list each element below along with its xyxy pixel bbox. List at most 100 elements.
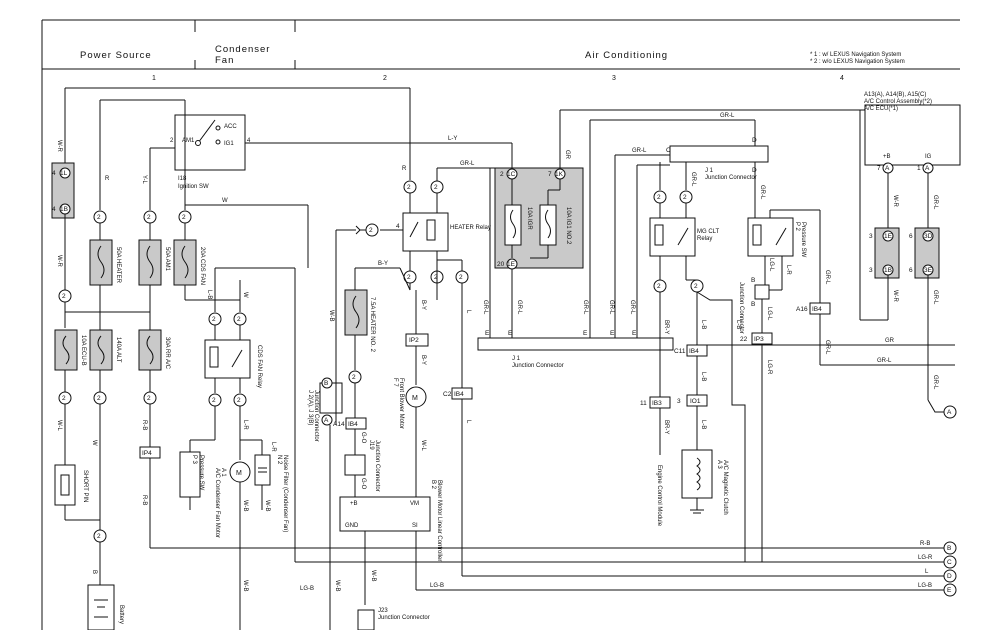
conn-3d: 3D [924,233,933,240]
terminal-a [943,405,957,419]
terminal-e-letter: E [947,587,952,594]
label-w: W [91,440,97,446]
relay-contact [409,221,419,238]
label-ecm: Engine Control Module [656,465,662,527]
label-lb: L-B [206,290,212,299]
label-grl-2: GR-L [516,300,522,315]
label-lgb: LG-B [430,583,444,589]
fuse-symbol [352,295,360,329]
lock-connector [754,284,770,300]
j23-connector [357,609,375,630]
connector-ip2 [405,333,429,347]
label-fuse-heater: 50A HEATER [115,247,121,284]
pin-1: 1 [917,165,921,172]
pin-b-text: B [324,380,328,387]
label-fuse-igr: 10A IGR [526,207,532,230]
label-grl-8: GR-L [629,300,635,315]
pin-a: A [925,165,930,172]
fuse-ig1-no2 [539,204,557,246]
pin-a [321,414,333,426]
clutch-coil [696,457,701,491]
label-rb: R-B [141,420,147,430]
label-j1-top: J 1 [705,168,714,174]
pin-b: B [751,301,755,308]
label-grl-11: GR-L [824,270,830,285]
label-grl-16: GR-L [932,375,938,390]
fuse-symbol [62,335,70,365]
label-l: L [465,310,471,314]
label-heater-relay: HEATER Relay [450,225,491,231]
terminal-c [943,555,957,569]
label-wr-4: W-R [892,290,898,303]
column-3: 3 [612,75,616,82]
pin-7: 7 [548,171,552,178]
pin-text: 2 [237,397,241,404]
terminal-d [943,569,957,583]
label-gnd: GND [345,523,359,529]
column-2: 2 [383,75,387,82]
conn-ib4-2: IB4 [454,391,464,398]
label-mg-clt: MG CLT [697,229,720,235]
label-plus-b: +B [350,501,358,507]
label-w-2: W [242,292,248,298]
label-j2: J 2(A), J 3(B) [307,390,313,425]
label-j2-name: Junction Connector [313,390,319,442]
label-wr-3: W-R [892,195,898,208]
pin-7: 7 [877,165,881,172]
wire [399,267,411,291]
label-grl-9: GR-L [759,185,765,200]
label-fuse-tail: 7.5A HEATER NO. 2 [369,297,375,353]
label-am1: AM1 [182,138,195,144]
pin-text: 2 [62,395,66,402]
conn-ip3: IP3 [754,336,764,343]
sw-coil [752,224,762,246]
motor-m: M [236,470,242,477]
label-n2-name: Noise Filter (Condenser Fan) [282,455,288,532]
label-gr-2: GR [885,338,895,344]
label-b2: B 2 [430,480,436,490]
fuse-symbol [97,335,105,365]
relay-coil [426,219,436,241]
label-w-top: W [222,198,228,204]
label-p2: P 2 [794,222,800,232]
pin-text: 2 [182,214,186,221]
label-f7-name: Front Blower Motor [398,378,404,429]
label-fuse-alt: 140A ALT [115,337,121,363]
terminal-e [943,583,957,597]
j1-junction-top [669,145,769,163]
pin-2: 2 [170,138,174,144]
wire-to-a [927,399,944,413]
label-j23-name: Junction Connector [378,615,430,621]
header-fan: Fan [215,55,234,66]
fuse-symbol [146,335,154,365]
pin-11: 11 [640,400,647,407]
sw-contact [775,227,787,246]
label-wb-5: W-B [334,580,340,592]
relay-contact [677,227,689,246]
label-grl-15: GR-L [932,290,938,305]
label-grl-14: GR-L [932,195,938,210]
pin-2-text: 2 [62,293,66,300]
terminal-c-wire: LG-R [918,555,933,561]
pin-4: 4 [247,138,251,144]
ac-ecu [864,104,961,166]
label-by-2: B-Y [420,300,426,310]
label-lb-5: L-B [735,320,741,329]
pin-text: 2 [459,274,463,281]
connector-ib4 [345,417,367,430]
switch-arm [197,119,216,144]
pin-text: 2 [683,194,687,201]
noise-filter [254,454,271,486]
label-ignition-sw: Ignition SW [178,184,209,190]
label-wb: W-B [242,500,248,512]
pin-3: 3 [869,233,873,240]
conn-1b-label: 1B [60,206,68,213]
label-battery: Battery [118,605,124,624]
fuse-igr [504,204,522,246]
label-ac-ecu-3: A/C ECU(*1) [864,106,898,112]
pin-text: 2 [97,533,101,540]
label-go: G-O [360,432,366,444]
pin-e: E [583,330,588,337]
label-wb-6: W-B [370,570,376,582]
